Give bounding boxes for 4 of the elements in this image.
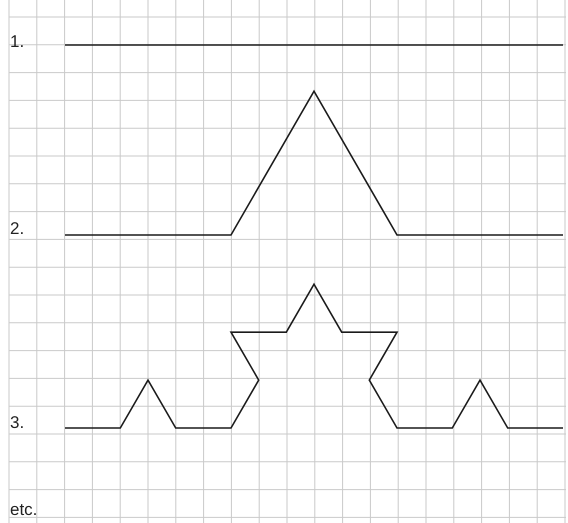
step-number: 1. xyxy=(10,32,24,52)
continuation-note: etc. xyxy=(10,500,38,520)
step-number: 2. xyxy=(10,219,24,239)
step-number: 3. xyxy=(10,413,24,433)
